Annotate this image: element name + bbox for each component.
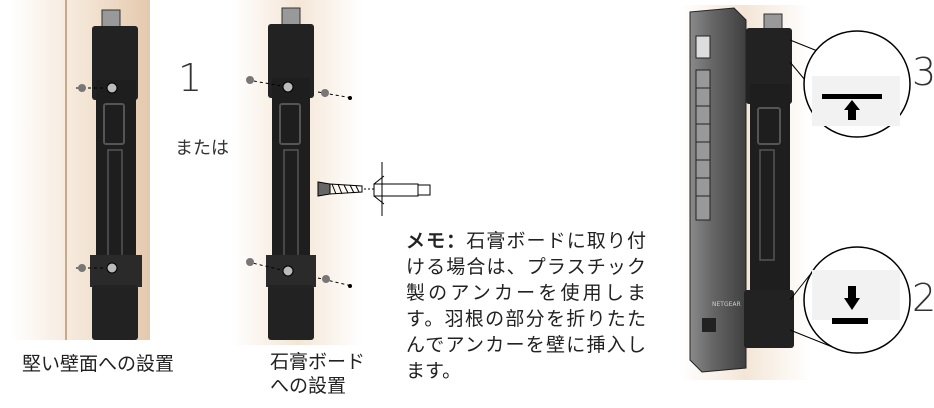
anchor-icon	[317, 162, 431, 216]
step-number-3: 3	[912, 50, 934, 94]
or-text: または	[175, 138, 229, 159]
caption-drywall-line1: 石膏ボード	[270, 351, 366, 373]
memo-note: メモ：石膏ボードに取り付ける場合は、プラスチック製のアンカーを使用します。羽根の…	[406, 228, 646, 384]
mounting-bracket	[744, 13, 794, 348]
step-number-2: 2	[912, 276, 934, 320]
switch-device	[689, 7, 747, 373]
detail-lock-top	[789, 30, 911, 138]
memo-body: 石膏ボードに取り付ける場合は、プラスチック製のアンカーを使用します。羽根の部分を…	[406, 230, 646, 382]
arrow-down-icon	[844, 286, 860, 310]
screw-icon	[76, 82, 118, 94]
brand-logo: NETGEAR	[712, 301, 741, 308]
caption-drywall-line2: への設置	[270, 375, 347, 397]
step-number-1: 1	[178, 56, 203, 100]
panel-drywall	[232, 0, 431, 345]
detail-lock-bottom	[789, 246, 911, 354]
screw-icon	[76, 262, 118, 274]
panel-switch-mount: NETGEAR	[680, 5, 911, 380]
screw-icon	[246, 76, 353, 100]
panel-hard-wall	[10, 0, 150, 340]
caption-hard-wall: 堅い壁面への設置	[22, 353, 175, 375]
mounting-bracket	[266, 7, 316, 340]
memo-label: メモ：	[406, 230, 467, 252]
caption-drywall: 石膏ボード への設置	[270, 350, 365, 398]
arrow-up-icon	[844, 100, 860, 120]
screw-icon	[246, 258, 353, 288]
mounting-bracket	[90, 9, 142, 340]
